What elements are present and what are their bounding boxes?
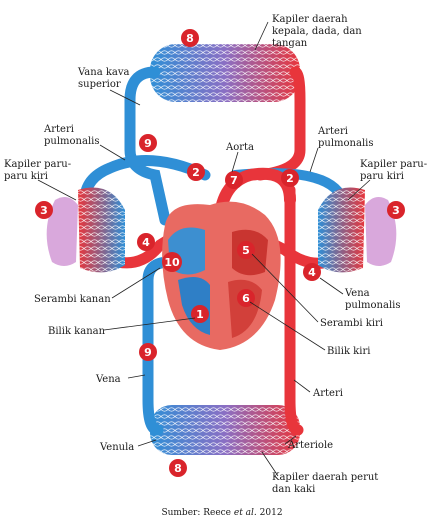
superior-vena-cava bbox=[124, 66, 171, 226]
label-venula: Venula bbox=[99, 442, 134, 453]
badges: 8 8 9 9 2 2 7 3 3 4 4 10 1 5 6 bbox=[35, 29, 405, 477]
badge-4-right: 4 bbox=[303, 263, 321, 281]
label-vena: Vena bbox=[95, 374, 121, 385]
left-lung bbox=[46, 187, 125, 273]
label-serambi-kiri: Serambi kiri bbox=[320, 318, 383, 329]
svg-text:5: 5 bbox=[242, 244, 250, 257]
capillary-bed-head bbox=[150, 44, 300, 102]
badge-1: 1 bbox=[191, 305, 209, 323]
label-arteriole: Arteriole bbox=[287, 440, 333, 451]
svg-text:4: 4 bbox=[142, 236, 150, 249]
label-bilik-kiri: Bilik kiri bbox=[327, 346, 370, 357]
label-arteri-pulm-right-2: pulmonalis bbox=[318, 138, 373, 149]
badge-9-left: 9 bbox=[139, 134, 157, 152]
source-caption: Sumber: Reece et al. 2012 bbox=[161, 508, 282, 518]
label-serambi-kanan: Serambi kanan bbox=[34, 294, 111, 305]
label-kapiler-paru-right-1: Kapiler paru- bbox=[360, 159, 427, 170]
label-kapiler-kepala-3: tangan bbox=[272, 38, 308, 49]
label-arteri: Arteri bbox=[312, 388, 343, 399]
label-aorta: Aorta bbox=[225, 142, 254, 153]
badge-5: 5 bbox=[237, 241, 255, 259]
label-kapiler-paru-left-2: paru kiri bbox=[4, 171, 48, 182]
label-vena-pulm-1: Vena bbox=[344, 288, 370, 299]
label-arteri-pulm-left-2: pulmonalis bbox=[44, 136, 99, 147]
svg-text:8: 8 bbox=[174, 462, 182, 475]
right-lung bbox=[318, 187, 397, 273]
labels: Kapiler daerah kepala, dada, dan tangan … bbox=[4, 14, 427, 518]
svg-text:9: 9 bbox=[144, 346, 152, 359]
label-vana-kava-1: Vana kava bbox=[77, 67, 130, 78]
badge-4-left: 4 bbox=[137, 233, 155, 251]
arteri-right bbox=[284, 184, 304, 436]
svg-text:1: 1 bbox=[196, 308, 204, 321]
svg-text:8: 8 bbox=[186, 32, 194, 45]
badge-2-left: 2 bbox=[187, 163, 205, 181]
label-kapiler-kepala-2: kepala, dada, dan bbox=[272, 26, 362, 37]
leader-lines bbox=[37, 21, 371, 477]
label-vana-kava-2: superior bbox=[78, 79, 121, 90]
label-kapiler-paru-right-2: paru kiri bbox=[360, 171, 404, 182]
capillary-bed-abdomen bbox=[150, 405, 300, 455]
badge-9-lower: 9 bbox=[139, 343, 157, 361]
label-vena-pulm-2: pulmonalis bbox=[345, 300, 400, 311]
svg-text:4: 4 bbox=[308, 266, 316, 279]
vena-left bbox=[142, 256, 176, 436]
badge-8-bottom: 8 bbox=[169, 459, 187, 477]
heart bbox=[162, 201, 281, 350]
label-arteri-pulm-right-1: Arteri bbox=[317, 126, 348, 137]
badge-3-left: 3 bbox=[35, 201, 53, 219]
label-kapiler-perut-2: dan kaki bbox=[272, 484, 315, 495]
svg-text:2: 2 bbox=[192, 166, 200, 179]
svg-text:3: 3 bbox=[40, 204, 48, 217]
badge-10: 10 bbox=[162, 252, 182, 272]
label-arteri-pulm-left-1: Arteri bbox=[43, 124, 74, 135]
label-kapiler-paru-left-1: Kapiler paru- bbox=[4, 159, 71, 170]
svg-text:2: 2 bbox=[286, 172, 294, 185]
svg-text:6: 6 bbox=[242, 292, 250, 305]
badge-6: 6 bbox=[237, 289, 255, 307]
svg-text:10: 10 bbox=[164, 256, 180, 269]
svg-text:3: 3 bbox=[392, 204, 400, 217]
badge-8-top: 8 bbox=[181, 29, 199, 47]
badge-2-right: 2 bbox=[281, 169, 299, 187]
svg-text:9: 9 bbox=[144, 137, 152, 150]
label-kapiler-perut-1: Kapiler daerah perut bbox=[272, 472, 378, 483]
pulmonary-artery-left bbox=[79, 155, 211, 206]
badge-7-aorta: 7 bbox=[225, 171, 243, 189]
vessels bbox=[79, 66, 350, 436]
label-bilik-kanan: Bilik kanan bbox=[48, 326, 106, 337]
badge-3-right: 3 bbox=[387, 201, 405, 219]
label-kapiler-kepala-1: Kapiler daerah bbox=[272, 14, 348, 25]
svg-text:7: 7 bbox=[230, 174, 238, 187]
